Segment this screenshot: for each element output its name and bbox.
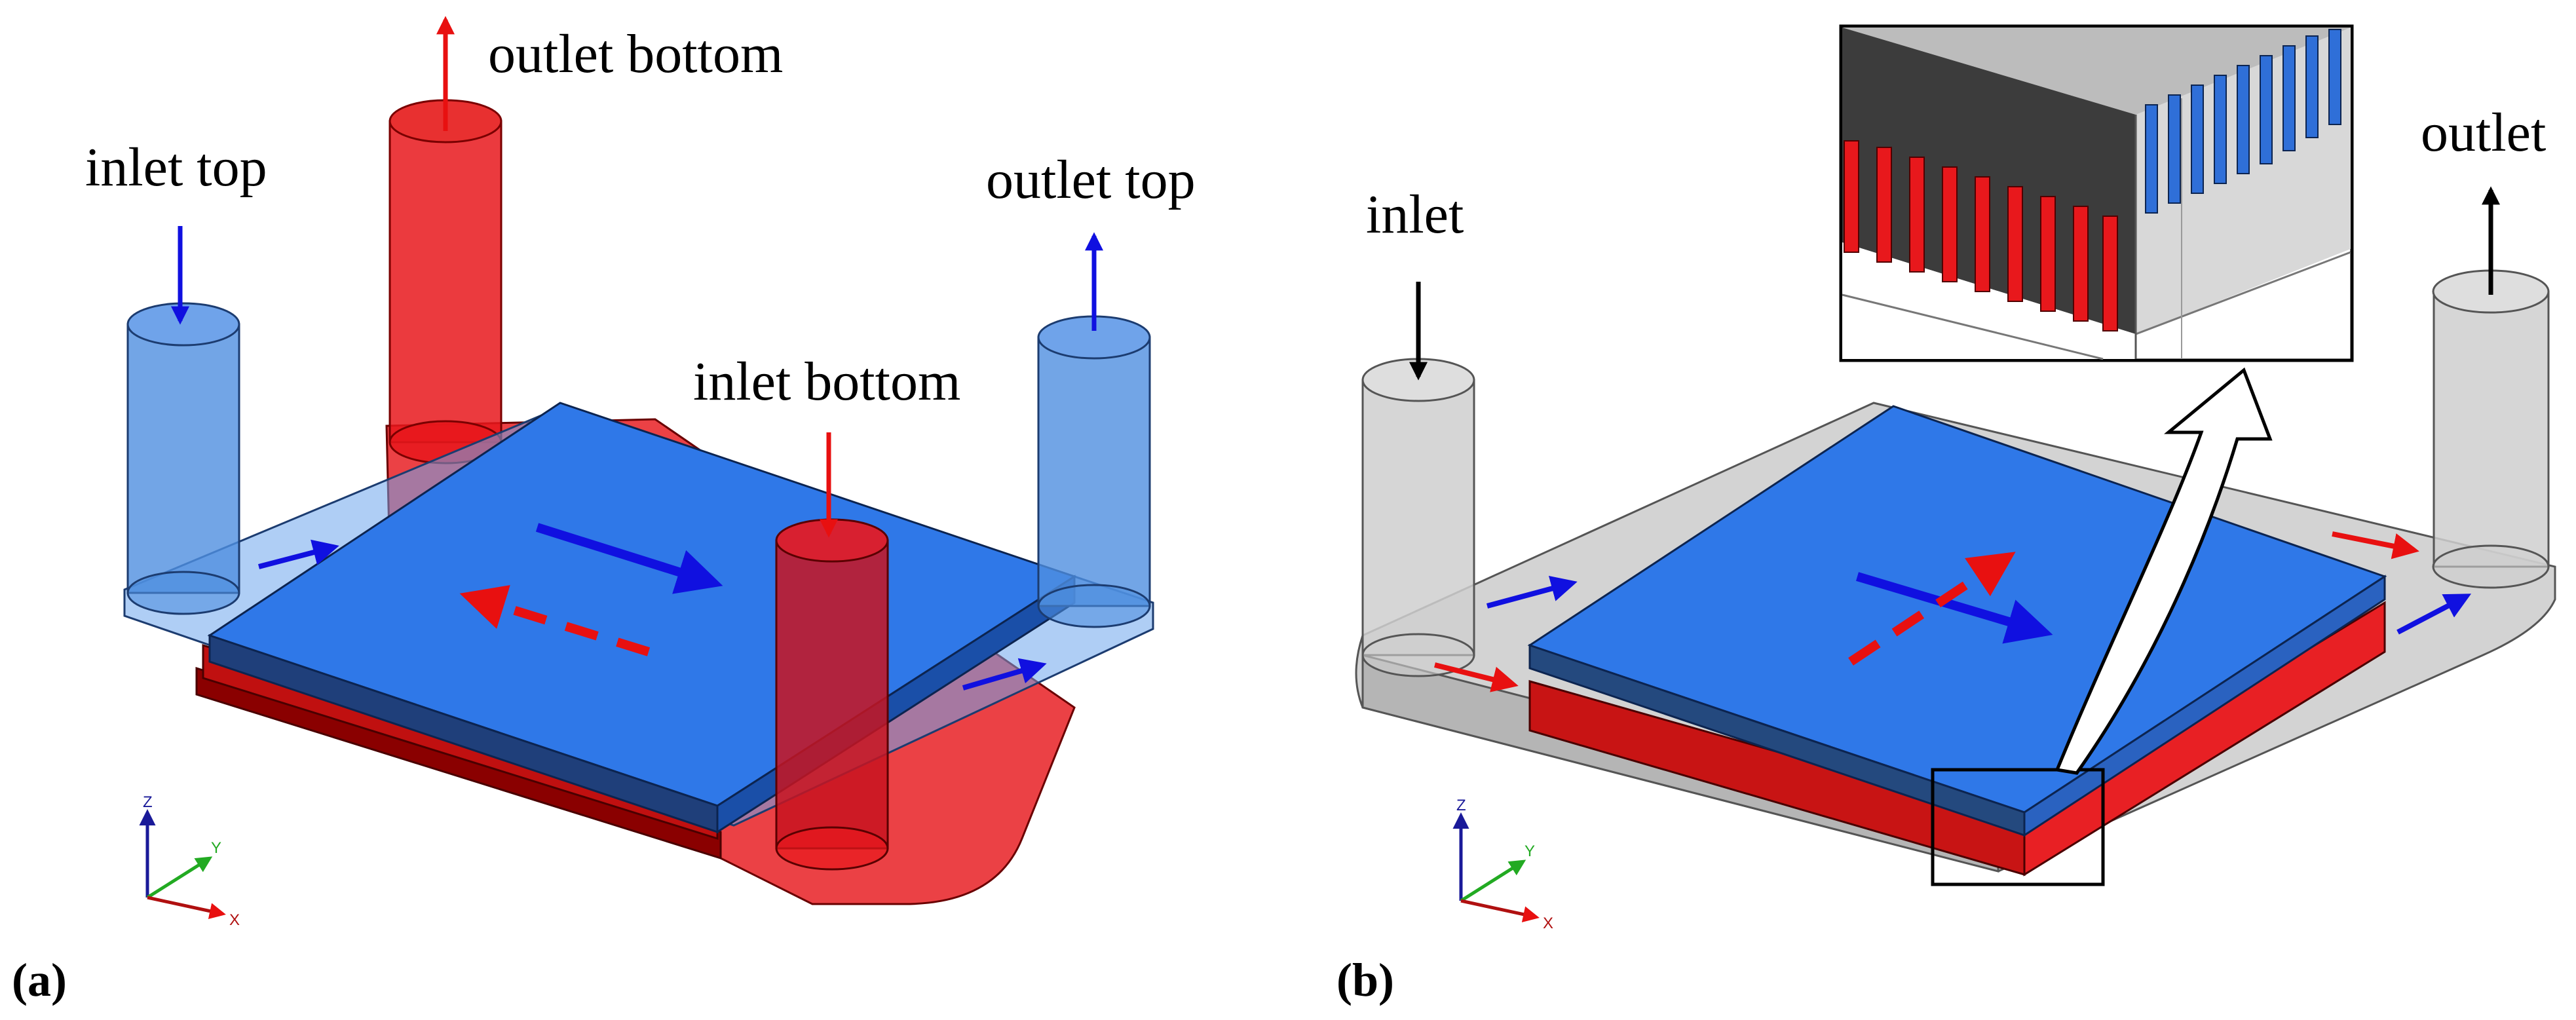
arrow-blue-inlet-channel bbox=[257, 539, 339, 569]
blue-channels bbox=[2145, 29, 2341, 214]
axis-triad-a: Z Y X bbox=[139, 793, 240, 929]
svg-text:Z: Z bbox=[1456, 797, 1466, 814]
inset-zoom-detail bbox=[1839, 24, 2354, 362]
arrow-b-red-main bbox=[1848, 552, 2016, 666]
panel-b: inlet outlet Z Y X (b) bbox=[1336, 24, 2556, 1006]
panel-a: inlet top outlet bottom outlet top inlet… bbox=[12, 16, 1196, 1006]
svg-text:Y: Y bbox=[1525, 842, 1535, 860]
label-inlet-top: inlet top bbox=[85, 137, 267, 198]
axis-triad-b: Z Y X bbox=[1452, 797, 1553, 932]
svg-text:Y: Y bbox=[211, 839, 221, 857]
label-outlet-top: outlet top bbox=[986, 149, 1196, 210]
outlet-top-cylinder bbox=[1037, 315, 1151, 628]
label-outlet-bottom: outlet bottom bbox=[488, 24, 783, 85]
arrow-b-red-out bbox=[2332, 531, 2419, 559]
outlet-bottom-cylinder bbox=[388, 99, 502, 464]
label-inlet: inlet bbox=[1366, 184, 1464, 245]
zoom-region-box bbox=[1931, 768, 2105, 886]
arrow-b-blue-out bbox=[2396, 594, 2472, 635]
arrow-b-red-in bbox=[1434, 662, 1519, 692]
red-channels bbox=[1844, 140, 2118, 331]
arrow-blue-flow-main bbox=[535, 523, 723, 594]
arrow-red-flow-main bbox=[459, 585, 651, 656]
label-outlet: outlet bbox=[2421, 102, 2546, 163]
inlet-cylinder bbox=[1361, 358, 1475, 677]
outlet-cylinder bbox=[2432, 269, 2550, 589]
arrow-b-blue-main bbox=[1855, 572, 2053, 644]
inlet-bottom-cylinder bbox=[775, 518, 889, 871]
svg-text:X: X bbox=[229, 911, 240, 929]
arrow-b-blue-in bbox=[1486, 576, 1578, 609]
label-inlet-bottom: inlet bottom bbox=[693, 351, 960, 412]
caption-a: (a) bbox=[12, 954, 67, 1006]
svg-text:Z: Z bbox=[143, 793, 153, 811]
inlet-top-cylinder bbox=[126, 302, 240, 615]
arrow-blue-outlet-channel bbox=[962, 658, 1047, 690]
callout-arrow bbox=[2055, 367, 2273, 775]
caption-b: (b) bbox=[1336, 954, 1394, 1006]
svg-text:X: X bbox=[1543, 915, 1553, 932]
